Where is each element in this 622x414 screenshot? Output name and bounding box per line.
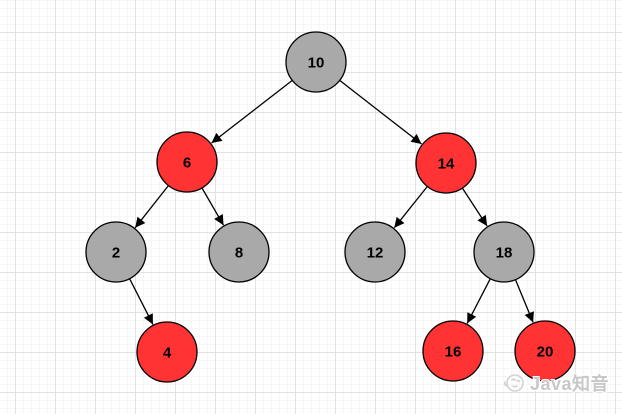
- edge-6-to-8: [201, 187, 225, 226]
- edge-18-to-16: [466, 278, 491, 324]
- watermark: Java知音: [501, 370, 609, 396]
- edge-10-to-14: [339, 79, 422, 145]
- tree-node-10: [285, 31, 347, 93]
- tree-node-18: [473, 221, 535, 283]
- edge-18-to-20: [514, 279, 534, 323]
- edge-14-to-12: [393, 186, 428, 229]
- tree-node-6: [156, 131, 218, 193]
- edge-10-to-6: [211, 79, 293, 144]
- javazhiyin-logo-icon: [503, 374, 524, 392]
- tree-node-8: [208, 221, 270, 283]
- watermark-text: Java知音: [530, 374, 610, 394]
- tree-node-4: [136, 321, 198, 383]
- edge-14-to-18: [461, 187, 488, 227]
- edge-6-to-2: [134, 185, 169, 229]
- tree-node-14: [415, 132, 477, 194]
- tree-node-2: [85, 221, 147, 283]
- edge-2-to-4: [129, 278, 154, 325]
- tree-node-20: [514, 320, 576, 382]
- edges-layer: [129, 79, 534, 325]
- tree-node-12: [344, 221, 406, 283]
- tree-node-16: [422, 320, 484, 382]
